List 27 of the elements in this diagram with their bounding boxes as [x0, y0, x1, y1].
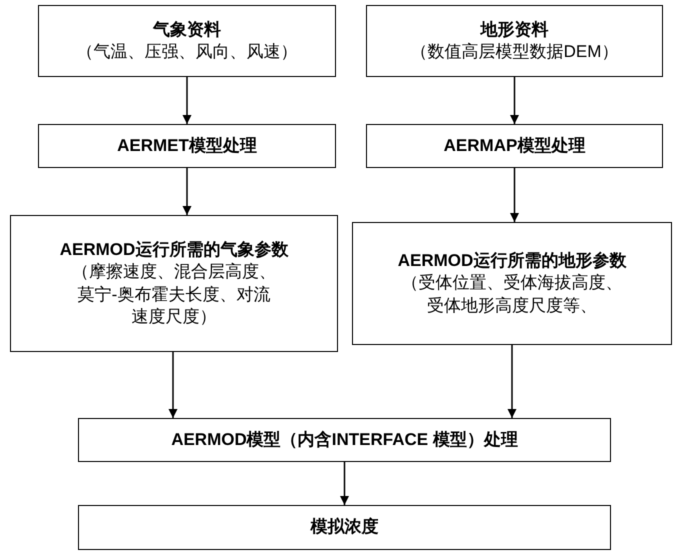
- process-box: [366, 124, 663, 168]
- box-heading: AERMOD运行所需的气象参数: [60, 239, 288, 262]
- arrow: [340, 462, 349, 505]
- arrow: [168, 352, 178, 418]
- box-heading: 气象资料: [153, 18, 221, 41]
- arrow: [510, 168, 519, 222]
- box-text: （受体位置、受体海拔高度、受体地形高度尺度等、: [400, 272, 624, 317]
- box-heading: AERMOD运行所需的地形参数: [398, 250, 626, 272]
- arrow: [182, 77, 192, 124]
- process-box: [38, 5, 336, 77]
- process-box: [366, 5, 663, 77]
- process-box: [10, 215, 338, 352]
- arrow: [510, 77, 519, 124]
- process-box: [78, 418, 611, 462]
- process-box: [78, 505, 611, 550]
- box-heading: 模拟浓度: [310, 516, 378, 538]
- process-box: [352, 222, 672, 345]
- box-heading: 地形资料: [480, 18, 548, 41]
- box-heading: AERMAP模型处理: [444, 134, 586, 157]
- box-heading: AERMOD模型（内含INTERFACE 模型）处理: [171, 428, 518, 451]
- box-text: （气温、压强、风向、风速）: [76, 41, 298, 63]
- box-text: （摩擦速度、混合层高度、莫宁-奥布霍夫长度、对流速度尺度）: [71, 261, 277, 328]
- arrow: [182, 168, 192, 215]
- box-heading: AERMET模型处理: [117, 134, 257, 157]
- process-box: [38, 124, 336, 168]
- box-text: （数值高层模型数据DEM）: [410, 41, 618, 63]
- arrow: [508, 345, 516, 418]
